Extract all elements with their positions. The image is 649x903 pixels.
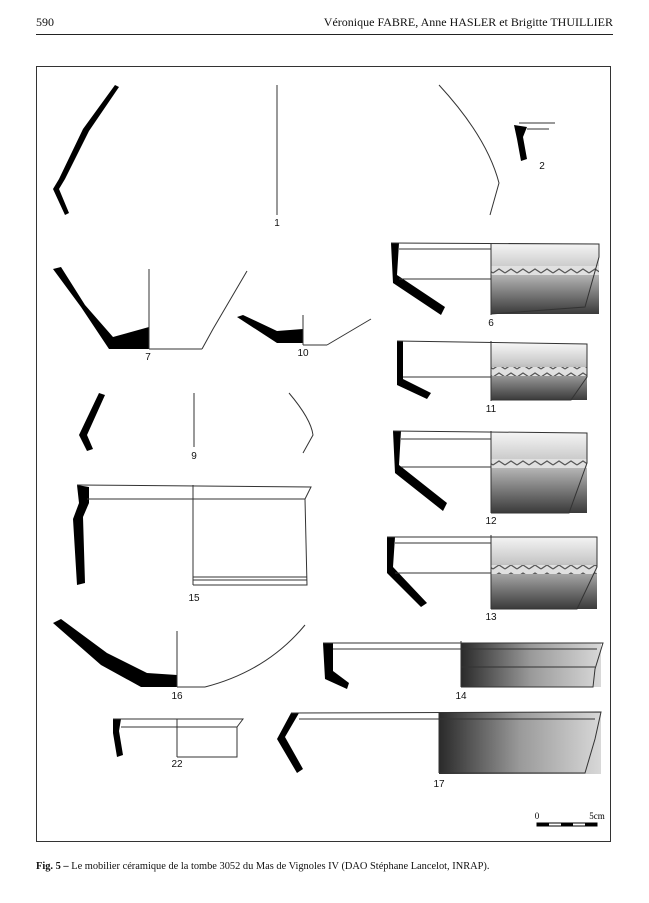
vessel-17 — [277, 711, 602, 774]
vessel-12 — [392, 430, 588, 514]
figure-label-10: 10 — [297, 348, 309, 359]
vessel-10 — [237, 315, 372, 346]
caption-text: Le mobilier céramique de la tombe 3052 d… — [68, 861, 490, 872]
vessel-13 — [387, 535, 598, 610]
figure-label-2: 2 — [539, 161, 545, 172]
vessel-1 — [53, 84, 500, 216]
figure-label-11: 11 — [486, 404, 497, 415]
ceramics-plate: 1 2 7 10 6 11 9 12 15 13 16 14 22 17 0 5… — [36, 66, 611, 842]
vessel-6 — [390, 242, 600, 315]
vessel-11 — [396, 340, 588, 401]
vessel-22 — [113, 718, 244, 758]
scale-bar: 0 5cm — [535, 811, 605, 827]
vessel-9 — [79, 392, 314, 454]
figure-label-15: 15 — [188, 593, 200, 604]
vessel-7 — [53, 267, 248, 350]
vessel-16 — [53, 619, 306, 688]
caption-label: Fig. 5 – — [36, 861, 69, 872]
figure-label-16: 16 — [171, 691, 183, 702]
figure-caption: Fig. 5 – Le mobilier céramique de la tom… — [36, 861, 613, 872]
figure-label-7: 7 — [145, 352, 151, 363]
vessel-15 — [73, 484, 312, 586]
ceramics-drawings: 1 2 7 10 6 11 9 12 15 13 16 14 22 17 0 5… — [53, 84, 605, 827]
scale-end: 5cm — [589, 811, 605, 821]
running-head: 590 Véronique FABRE, Anne HASLER et Brig… — [36, 14, 613, 35]
figure-label-9: 9 — [191, 451, 197, 462]
figure-label-1: 1 — [274, 218, 280, 229]
figure-label-14: 14 — [455, 691, 467, 702]
figure-label-22: 22 — [171, 759, 183, 770]
vessel-2 — [514, 122, 555, 161]
scale-start: 0 — [535, 811, 540, 821]
figure-label-6: 6 — [488, 318, 494, 329]
vessel-14 — [323, 641, 604, 689]
figure-label-12: 12 — [485, 516, 497, 527]
figure-label-13: 13 — [485, 612, 497, 623]
figure-label-17: 17 — [433, 779, 445, 790]
running-head-authors: Véronique FABRE, Anne HASLER et Brigitte… — [323, 15, 613, 29]
page-number: 590 — [36, 15, 54, 29]
